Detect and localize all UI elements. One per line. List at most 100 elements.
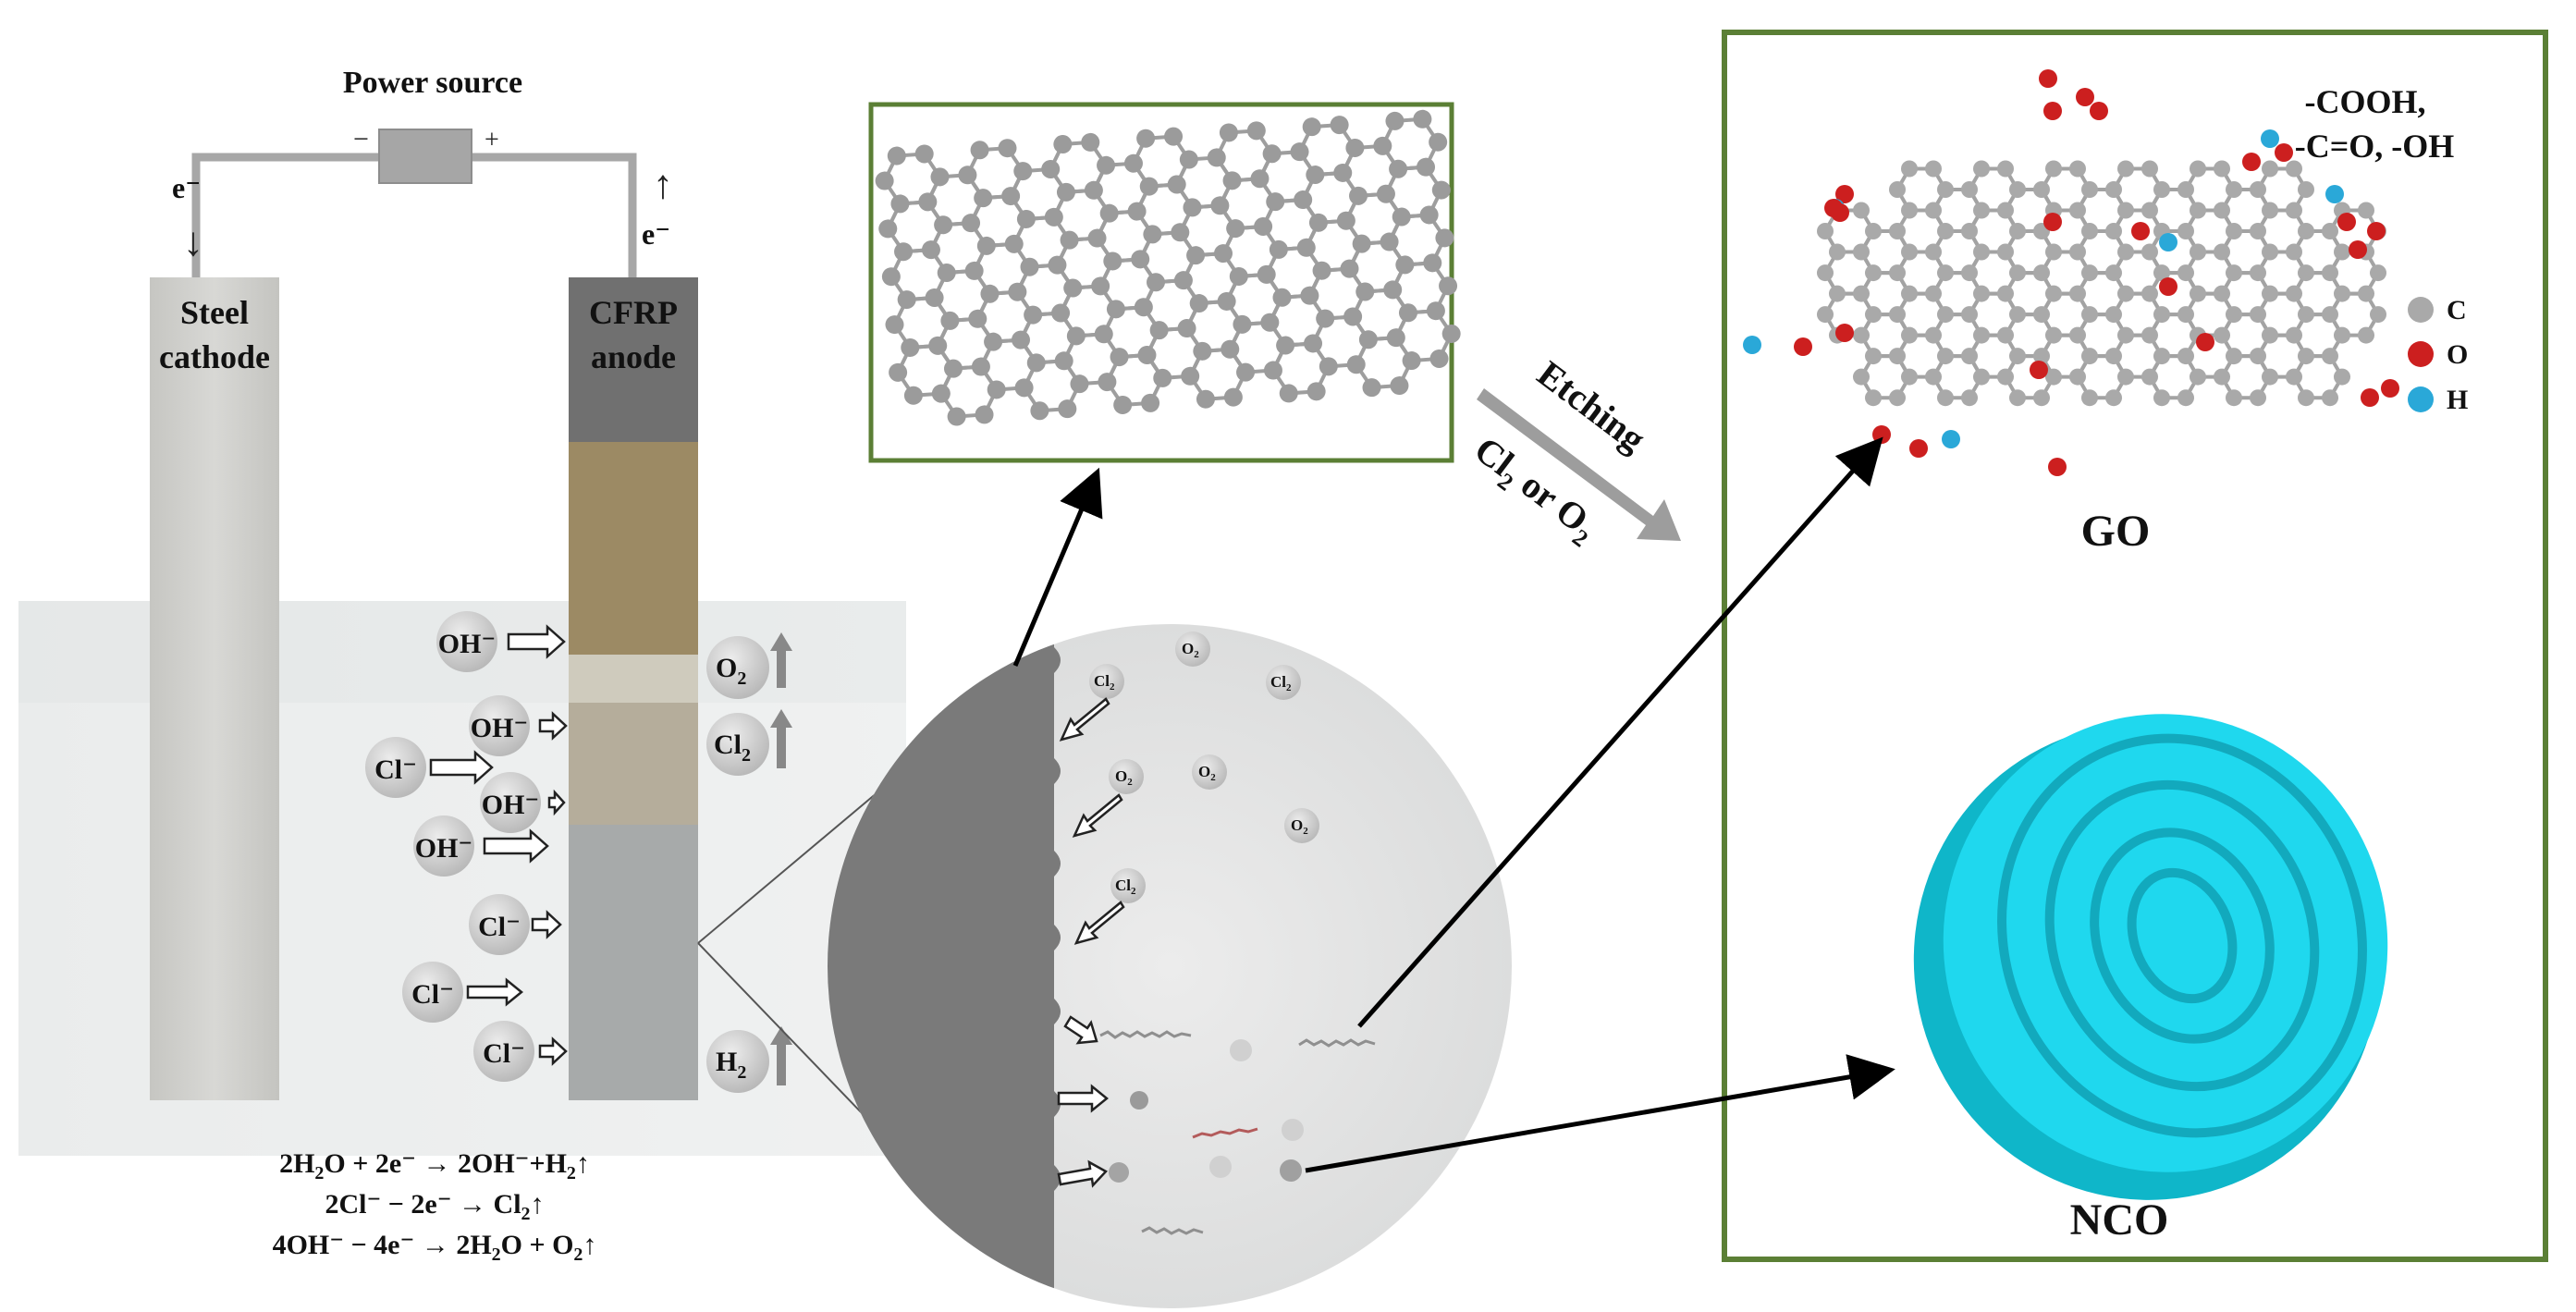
oxygen-atom: [2367, 222, 2386, 240]
carbon-atom: [987, 380, 1006, 399]
carbon-atom: [1925, 160, 1942, 178]
carbon-atom: [2370, 306, 2386, 324]
oxygen-atom: [1835, 324, 1854, 342]
zoom-o2-3: O2: [1192, 754, 1227, 790]
svg-text:Cl⁻: Cl⁻: [374, 754, 417, 785]
carbon-atom: [1193, 341, 1212, 361]
carbon-atom: [2214, 368, 2230, 386]
carbon-atom: [2153, 306, 2170, 324]
carbon-atom: [1229, 266, 1248, 286]
carbon-atom: [1441, 324, 1461, 343]
carbon-atom: [1865, 306, 1882, 324]
carbon-atom: [921, 240, 940, 260]
carbon-atom: [1179, 150, 1198, 169]
carbon-atom: [1106, 300, 1125, 319]
carbon-atom: [1056, 182, 1075, 202]
carbon-atom: [1024, 305, 1043, 325]
carbon-atom: [1110, 348, 1129, 367]
carbon-atom: [2117, 326, 2134, 344]
carbon-atom: [2009, 223, 2026, 239]
carbon-atom: [2045, 326, 2062, 344]
carbon-atom: [1290, 142, 1309, 162]
reaction-3: 4OH⁻ − 4e⁻ → 2H2O + O2↑: [273, 1230, 597, 1265]
ion-cl-1: Cl⁻: [365, 737, 494, 798]
carbon-atom: [964, 261, 984, 280]
arrow-to-nco: [1305, 1054, 1895, 1173]
carbon-atom: [1426, 301, 1445, 321]
carbon-atom: [1961, 181, 1978, 198]
carbon-atom: [1300, 286, 1319, 305]
carbon-atom: [1233, 314, 1252, 334]
carbon-atom: [962, 214, 981, 233]
svg-text:C: C: [2447, 295, 2467, 325]
zoom-cl2-1: Cl2: [1089, 664, 1124, 699]
carbon-atom: [1349, 186, 1368, 205]
carbon-atom: [1417, 157, 1436, 177]
carbon-atom: [2358, 202, 2374, 219]
carbon-atom: [1263, 361, 1282, 380]
carbon-atom: [1214, 244, 1233, 264]
ion-oh-3: OH⁻: [480, 772, 566, 833]
carbon-atom: [1250, 169, 1270, 189]
oxygen-atom: [2361, 388, 2379, 407]
carbon-atom: [2286, 160, 2302, 178]
carbon-atom: [897, 290, 916, 310]
carbon-atom: [1865, 389, 1882, 407]
carbon-atom: [1973, 243, 1990, 261]
carbon-atom: [2214, 285, 2230, 302]
carbon-atom: [2214, 326, 2230, 344]
carbon-atom: [1889, 223, 1906, 239]
carbon-atom: [2358, 326, 2374, 344]
carbon-atom: [2334, 285, 2350, 302]
hydrogen-atom: [2261, 129, 2279, 148]
carbon-atom: [1262, 144, 1282, 164]
graphene-panel: [868, 102, 1461, 463]
carbon-atom: [1087, 228, 1107, 248]
zoom-cl2-3: Cl2: [1110, 868, 1146, 903]
carbon-atom: [889, 362, 908, 382]
carbon-atom: [2081, 264, 2098, 282]
oxygen-atom: [1872, 425, 1891, 444]
carbon-atom: [2286, 285, 2302, 302]
carbon-atom: [1103, 251, 1122, 271]
gas-o2: O2: [706, 632, 792, 699]
carbon-atom: [1266, 192, 1285, 212]
carbon-atom: [1004, 234, 1024, 253]
carbon-atom: [2009, 264, 2026, 282]
carbon-atom: [2298, 348, 2314, 365]
carbon-atom: [1319, 357, 1338, 376]
carbon-atom: [2117, 368, 2134, 386]
cfrp-anode: [569, 277, 698, 1100]
carbon-atom: [2286, 243, 2302, 261]
carbon-atom: [2262, 202, 2278, 219]
carbon-atom: [1014, 378, 1034, 398]
carbon-atom: [1221, 339, 1240, 359]
products-panel: -COOH, -C=O, -OH C O H GO NCO: [1722, 30, 2548, 1262]
carbon-atom: [1081, 132, 1100, 152]
carbon-atom: [1961, 348, 1978, 365]
carbon-atom: [928, 336, 948, 355]
carbon-atom: [2226, 264, 2242, 282]
carbon-atom: [2105, 389, 2122, 407]
carbon-atom: [1997, 368, 2014, 386]
oxygen-atom: [1824, 199, 1843, 217]
carbon-atom: [1001, 187, 1021, 206]
carbon-atom: [1167, 175, 1186, 194]
hydrogen-atom: [2325, 185, 2344, 203]
carbon-atom: [2190, 202, 2206, 219]
carbon-atom: [2117, 202, 2134, 219]
carbon-atom: [1189, 294, 1208, 313]
carbon-atom: [1439, 276, 1458, 296]
legend-carbon: C: [2408, 295, 2467, 325]
carbon-atom: [1051, 303, 1071, 323]
carbon-atom: [1149, 321, 1169, 340]
carbon-atom: [1026, 353, 1046, 373]
carbon-atom: [1925, 326, 1942, 344]
carbon-atom: [2262, 326, 2278, 344]
carbon-atom: [2081, 348, 2098, 365]
carbon-atom: [1333, 163, 1353, 182]
carbon-atom: [2033, 306, 2050, 324]
carbon-atom: [1097, 155, 1116, 175]
carbon-atom: [1177, 319, 1196, 338]
carbon-atom: [2117, 243, 2134, 261]
